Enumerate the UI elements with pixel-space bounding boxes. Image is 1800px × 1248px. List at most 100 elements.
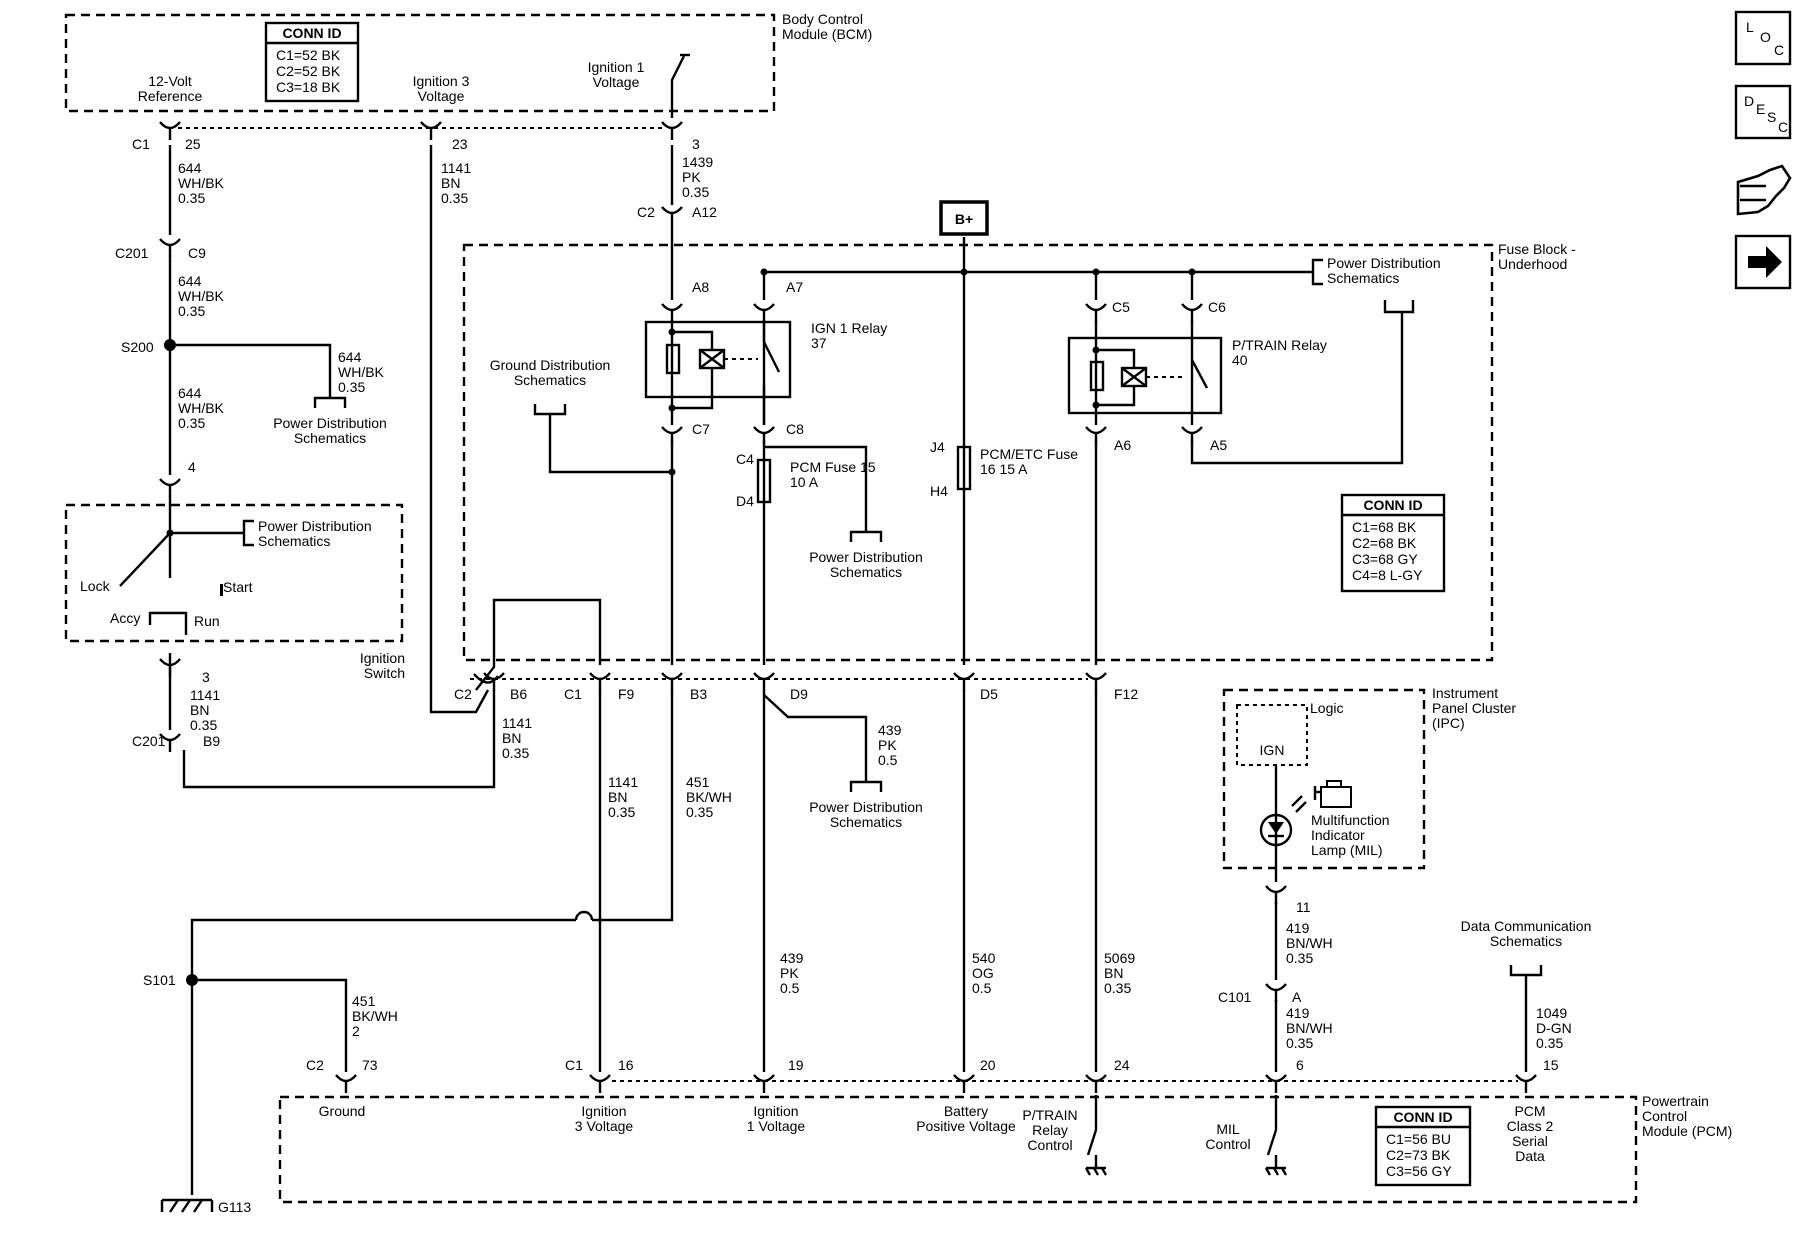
pin-label: C4 <box>736 451 754 467</box>
pin-label: A <box>1292 989 1302 1005</box>
connector-arc <box>661 206 683 215</box>
pin-label: C1 <box>564 686 582 702</box>
pin-label: 3 <box>692 136 700 152</box>
connector-arc <box>473 673 499 684</box>
pin-label: A6 <box>1114 437 1131 453</box>
connector-arc <box>753 672 775 681</box>
pin-label: C1 <box>565 1057 583 1073</box>
loc-icon[interactable]: L O C <box>1734 10 1792 66</box>
connector-arc <box>1265 885 1287 894</box>
conn-id-line: C1=56 BU <box>1386 1131 1451 1147</box>
connector-arc <box>753 426 775 435</box>
g113-ground-icon: G113 <box>160 1198 251 1215</box>
c201-label: C201 <box>115 245 149 261</box>
pin-label: C2 <box>637 204 655 220</box>
conn-id-line: C1=68 BK <box>1352 519 1417 535</box>
pin-label: 20 <box>980 1057 996 1073</box>
bcm-ign1-switch <box>670 53 690 118</box>
pin-label: A5 <box>1210 437 1227 453</box>
pin-label: J4 <box>930 439 945 455</box>
accy-label: Accy <box>110 610 140 626</box>
connector-arcs <box>159 121 1537 1093</box>
connector-arc <box>1181 303 1203 312</box>
desc-icon[interactable]: D E S C <box>1734 84 1792 140</box>
run-label: Run <box>194 613 220 629</box>
pcm-grounds <box>1084 1095 1288 1176</box>
connector-arc <box>1515 1074 1537 1083</box>
pin-label: 6 <box>1296 1057 1304 1073</box>
start-label: Start <box>223 579 253 595</box>
connector-arc <box>661 426 683 435</box>
connector-hand-icon[interactable] <box>1736 164 1792 216</box>
pin-label: 4 <box>188 459 196 475</box>
connector-arc <box>1265 983 1287 992</box>
conn-id-title: CONN ID <box>282 25 341 41</box>
pin-label: C7 <box>692 421 710 437</box>
svg-text:O: O <box>1760 29 1771 45</box>
conn-id-line: C4=8 L-GY <box>1352 567 1423 583</box>
ignition-switch-contacts: Lock Accy Run Start <box>80 532 253 635</box>
pin-label: C9 <box>188 245 206 261</box>
g113-label: G113 <box>218 1199 251 1215</box>
pin-label: 16 <box>618 1057 634 1073</box>
fuse-block-label: Fuse Block -Underhood <box>1498 241 1576 272</box>
conn-id-line: C2=52 BK <box>276 63 341 79</box>
s101-splice <box>186 974 198 986</box>
pin-label: B9 <box>203 733 220 749</box>
pin-label: B6 <box>510 686 527 702</box>
pin-label: 23 <box>452 136 468 152</box>
pin-label: 24 <box>1114 1057 1130 1073</box>
pin-label: A12 <box>692 204 717 220</box>
b-plus-label: B+ <box>955 211 973 227</box>
pin-label: A8 <box>692 279 709 295</box>
arrow-right-icon[interactable] <box>1734 234 1792 290</box>
connector-arc <box>1085 672 1107 681</box>
connector-arc <box>589 1074 611 1083</box>
conn-id-pcm: CONN ID C1=56 BU C2=73 BK C3=56 GY <box>1374 1105 1472 1187</box>
connector-arc <box>159 121 181 130</box>
connector-arc <box>953 672 975 681</box>
conn-id-line: C2=68 BK <box>1352 535 1417 551</box>
pin-label: 19 <box>788 1057 804 1073</box>
svg-text:S: S <box>1767 109 1776 125</box>
engine-icon <box>1313 780 1352 808</box>
